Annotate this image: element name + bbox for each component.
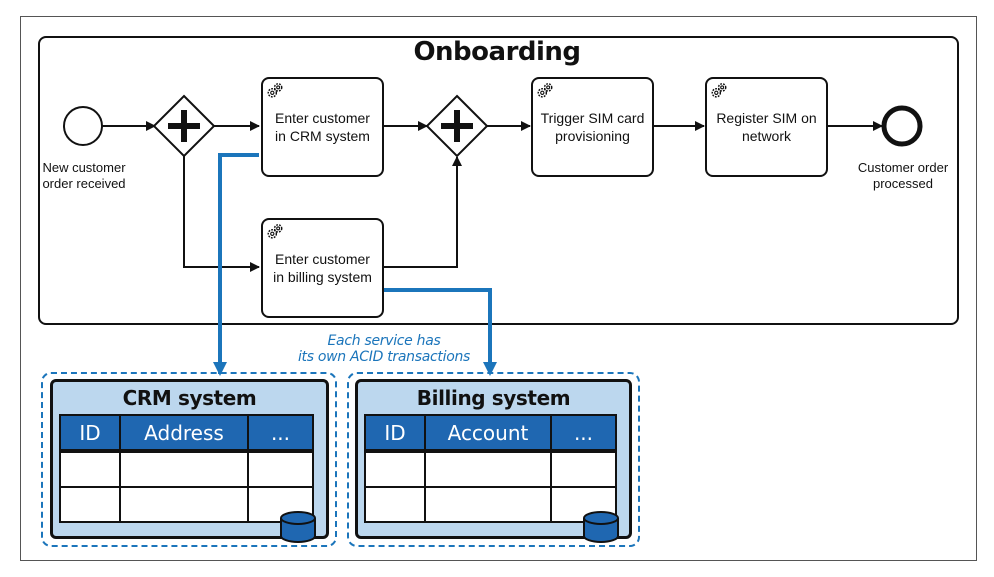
task-label: Enter customer in CRM system <box>275 110 370 144</box>
crm-system-table: ID Address ... <box>59 414 314 523</box>
gear-icon <box>267 83 283 98</box>
billing-system-database: Billing system ID Account ... <box>355 379 632 543</box>
column-header: ... <box>550 414 617 453</box>
column-header: Account <box>424 414 552 453</box>
start-event-label: New customer order received <box>42 160 126 191</box>
table-row <box>364 450 617 488</box>
column-header: ID <box>364 414 426 453</box>
table-header-row: ID Account ... <box>364 414 617 453</box>
table-row <box>59 486 314 523</box>
database-cylinder-icon <box>280 511 316 543</box>
column-header: Address <box>119 414 249 453</box>
billing-system-boundary <box>347 372 640 547</box>
end-event-label: Customer order processed <box>857 160 949 191</box>
table-row <box>364 486 617 523</box>
gear-icon <box>537 83 553 98</box>
crm-system-database: CRM system ID Address ... <box>50 379 329 543</box>
task-trigger-sim-provisioning: Trigger SIM card provisioning <box>531 77 654 177</box>
database-cylinder-icon <box>583 511 619 543</box>
crm-system-title: CRM system <box>122 386 257 410</box>
billing-system-table: ID Account ... <box>364 414 617 523</box>
task-label: Trigger SIM card provisioning <box>540 110 645 144</box>
task-label: Enter customer in billing system <box>273 251 372 285</box>
column-header: ID <box>59 414 121 453</box>
billing-system-title: Billing system <box>416 386 571 410</box>
gear-icon <box>711 83 727 98</box>
pool-title: Onboarding <box>413 37 581 67</box>
onboarding-pool <box>38 36 959 325</box>
task-register-sim-network: Register SIM on network <box>705 77 828 177</box>
table-header-row: ID Address ... <box>59 414 314 453</box>
task-label: Register SIM on network <box>716 110 817 144</box>
acid-annotation: Each service has its own ACID transactio… <box>297 333 471 365</box>
task-enter-customer-billing: Enter customer in billing system <box>261 218 384 318</box>
column-header: ... <box>247 414 314 453</box>
task-enter-customer-crm: Enter customer in CRM system <box>261 77 384 177</box>
table-row <box>59 450 314 488</box>
crm-system-boundary <box>41 372 337 547</box>
gear-icon <box>267 224 283 239</box>
